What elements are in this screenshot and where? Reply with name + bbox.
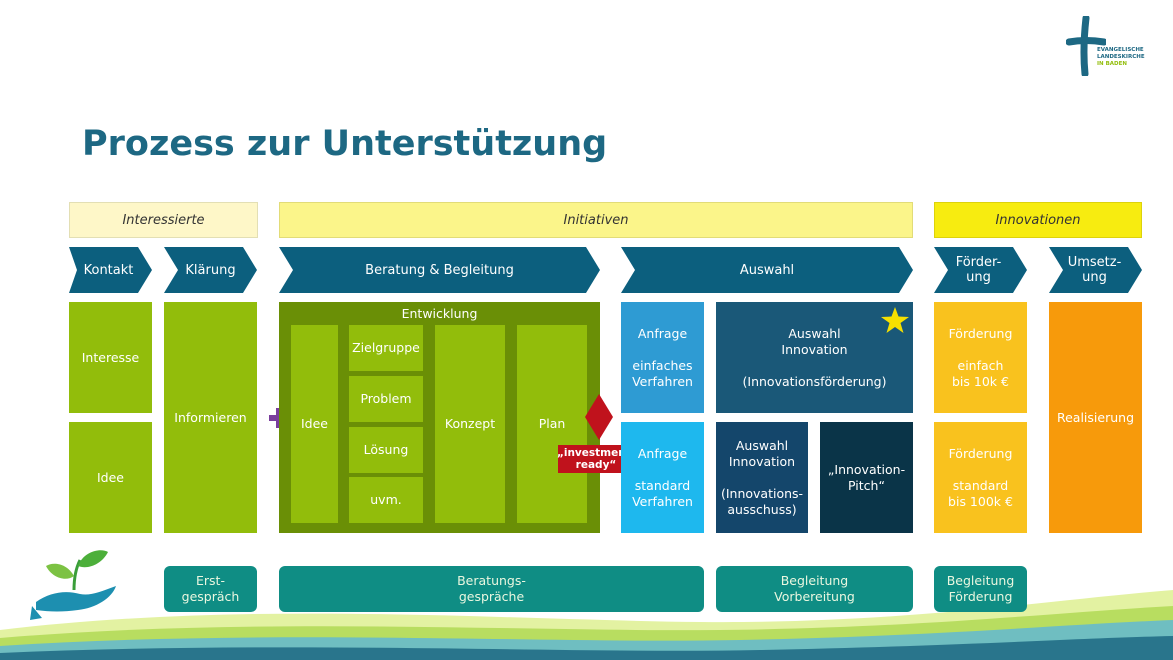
bar-begleitung-foerderung: Begleitung Förderung (934, 566, 1027, 612)
entwicklung-label: Entwicklung (401, 306, 478, 321)
star-icon (881, 307, 909, 333)
diamond-icon (585, 394, 613, 440)
chevron-auswahl: Auswahl (621, 247, 913, 293)
phase-innovationen: Innovationen (934, 202, 1142, 238)
plant-hand-icon (30, 550, 116, 620)
box-plan: Plan (517, 325, 587, 523)
box-informieren: Informieren (164, 302, 257, 533)
box-anfrage-einfach: Anfrage einfaches Verfahren (621, 302, 704, 413)
box-realisierung: Realisierung (1049, 302, 1142, 533)
page-title: Prozess zur Unterstützung (82, 124, 608, 164)
box-foerderung-standard: Förderung standard bis 100k € (934, 422, 1027, 533)
church-logo: EVANGELISCHE LANDESKIRCHE IN BADEN (1066, 16, 1156, 76)
box-auswahl-ausschuss: Auswahl Innovation (Innovations- ausschu… (716, 422, 808, 533)
chevron-foerderung: Förder- ung (934, 247, 1027, 293)
box-foerderung-einfach: Förderung einfach bis 10k € (934, 302, 1027, 413)
chevron-umsetzung: Umsetz- ung (1049, 247, 1142, 293)
box-innovation-pitch: „Innovation- Pitch“ (820, 422, 913, 533)
box-interesse: Interesse (69, 302, 152, 413)
box-uvm: uvm. (349, 477, 423, 523)
box-idee-left: Idee (69, 422, 152, 533)
bar-erstgespraech: Erst- gespräch (164, 566, 257, 612)
bar-beratungsgespraeche: Beratungs- gespräche (279, 566, 704, 612)
logo-line1: EVANGELISCHE (1097, 47, 1144, 53)
decorative-waves (0, 590, 1173, 660)
box-auswahl-innovation: Auswahl Innovation (Innovationsförderung… (716, 302, 913, 413)
cross-logo-icon (1066, 16, 1106, 76)
chevron-kontakt: Kontakt (69, 247, 152, 293)
box-konzept: Konzept (435, 325, 505, 523)
logo-line2: LANDESKIRCHE (1097, 54, 1145, 60)
box-problem: Problem (349, 376, 423, 422)
chevron-beratung: Beratung & Begleitung (279, 247, 600, 293)
bar-begleitung-vorbereitung: Begleitung Vorbereitung (716, 566, 913, 612)
box-zielgruppe: Zielgruppe (349, 325, 423, 371)
box-idee: Idee (291, 325, 338, 523)
logo-line3: IN BADEN (1097, 61, 1127, 67)
box-loesung: Lösung (349, 427, 423, 473)
phase-initiativen: Initiativen (279, 202, 913, 238)
chevron-klaerung: Klärung (164, 247, 257, 293)
phase-interessierte: Interessierte (69, 202, 258, 238)
box-anfrage-standard: Anfrage standard Verfahren (621, 422, 704, 533)
